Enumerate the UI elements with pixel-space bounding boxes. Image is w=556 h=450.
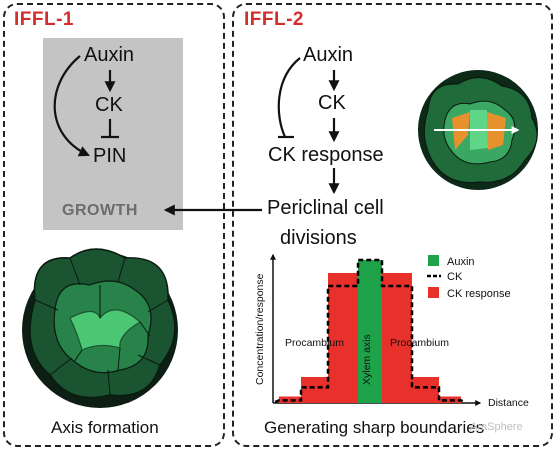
watermark-text: AraSphere <box>470 421 523 433</box>
region-label-right: Procambium <box>390 337 449 349</box>
ck-response-label: CK response <box>268 144 384 166</box>
ck-response-bar <box>279 396 301 403</box>
p2-arrows <box>163 57 340 216</box>
legend-swatch-auxin <box>428 255 439 266</box>
ifll-2-panel <box>232 3 553 447</box>
periclinal-label-line1: Periclinal cell <box>267 197 384 219</box>
ck-response-bar <box>301 377 328 403</box>
p1-pin-label: PIN <box>93 145 127 167</box>
ifll-1-title: IFFL-1 <box>14 9 74 30</box>
p1-ck-label: CK <box>95 94 123 116</box>
periclinal-label-line2: divisions <box>280 227 357 249</box>
p2-caption: Generating sharp boundaries <box>264 418 485 437</box>
x-axis-label: Distance <box>488 397 529 409</box>
region-label-center: Xylem axis <box>361 334 373 385</box>
legend-swatch-ckresp <box>428 287 439 298</box>
growth-label: GROWTH <box>62 202 138 219</box>
p1-auxin-label: Auxin <box>84 44 135 66</box>
region-label-left: Procambium <box>285 337 344 349</box>
legend-label-auxin: Auxin <box>447 256 475 268</box>
inhibit-auxin-ckresp <box>277 57 301 138</box>
auxin-bar <box>358 260 382 403</box>
ck-response-bar <box>382 273 412 403</box>
p1-arrows <box>53 55 119 157</box>
p2-auxin-label: Auxin <box>303 44 354 66</box>
p1-caption: Axis formation <box>51 418 159 437</box>
auxin-bars <box>358 260 382 403</box>
ck-response-bar <box>328 273 358 403</box>
axis-cells <box>69 309 142 351</box>
legend-label-ck: CK <box>447 271 463 283</box>
p2-ck-label: CK <box>318 92 346 114</box>
arrow-auxin-pin-1 <box>53 55 90 157</box>
ifll-1-panel <box>3 3 225 447</box>
chart-legend: Auxin CK CK response <box>427 255 511 300</box>
p2-cell-cross-section <box>418 70 538 190</box>
ifll-2-title: IFFL-2 <box>244 9 304 30</box>
p1-cell-cross-section <box>22 248 178 408</box>
legend-label-ckresp: CK response <box>447 288 511 300</box>
ck-profile-line <box>274 258 466 404</box>
ck-response-bar <box>412 377 439 403</box>
y-axis-label: Concentration/response <box>254 273 266 385</box>
